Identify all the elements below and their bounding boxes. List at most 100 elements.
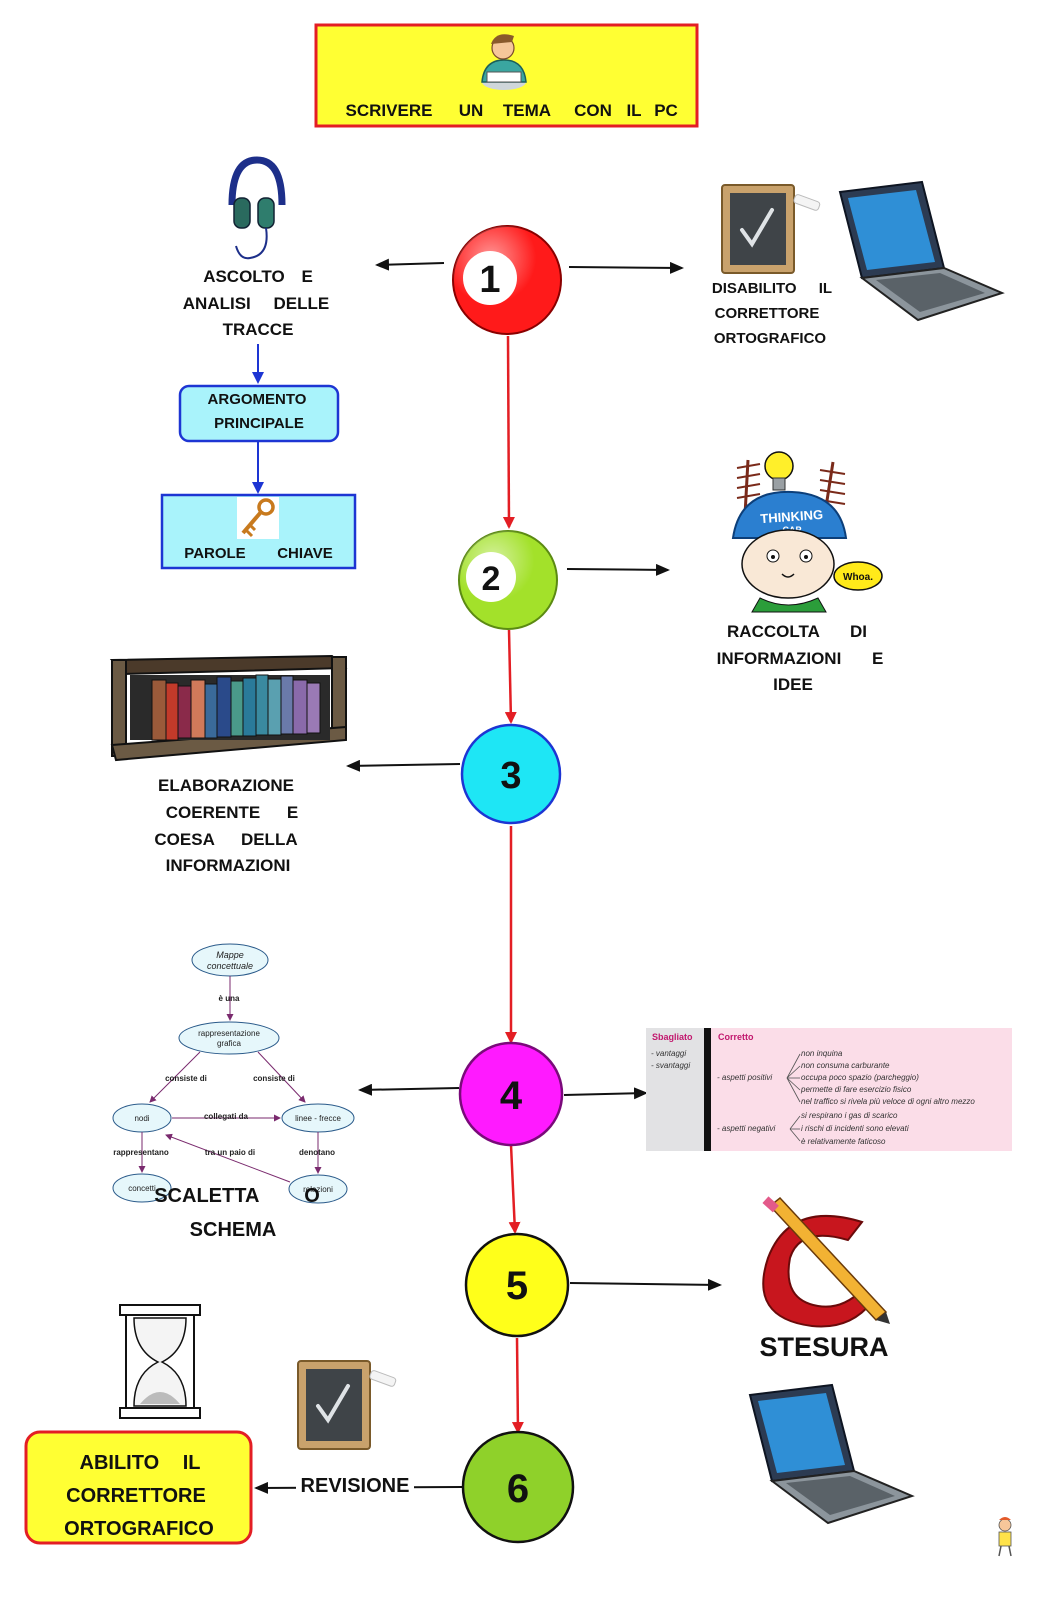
note-negative-1: si respirano i gas di scarico xyxy=(801,1111,898,1120)
step-1-circle: 1 xyxy=(452,225,562,335)
hat-text: THINKING xyxy=(760,507,824,526)
cm-root-node xyxy=(191,943,269,977)
laptop-icon-2 xyxy=(748,1383,915,1525)
cm-collegati: collegati da xyxy=(204,1112,249,1121)
step-5-circle: 5 xyxy=(464,1232,570,1338)
note-left-item-1: - vantaggi xyxy=(651,1049,686,1058)
cm-bottom-left-text: concetti xyxy=(128,1184,156,1193)
cm-tra: tra un paio di xyxy=(205,1148,255,1157)
stesura-label: STESURA xyxy=(759,1332,888,1362)
cm-denotano: denotano xyxy=(299,1148,335,1157)
hourglass-icon xyxy=(119,1304,201,1419)
cm-link-is: è una xyxy=(219,994,240,1003)
cm-rappresentano: rappresentano xyxy=(113,1148,169,1157)
cm-consiste-left: consiste di xyxy=(165,1074,207,1083)
note-negative-3: è relativamente faticoso xyxy=(801,1137,886,1146)
writer-cartoon-icon xyxy=(481,34,527,90)
cm-bottom-right-node xyxy=(288,1174,348,1204)
arrow-5-right xyxy=(569,1278,722,1291)
note-left-item-2: - svantaggi xyxy=(651,1061,690,1070)
step-1-number: 1 xyxy=(479,259,500,301)
laptop-icon xyxy=(838,180,1005,322)
elaborazione-line-2: COERENTE E xyxy=(166,803,299,822)
flow-arrow-5-6 xyxy=(511,1337,524,1434)
parole-chiave-box: PAROLE CHIAVE xyxy=(160,493,357,570)
abilito-box: ABILITO IL CORRETTORE ORTOGRAFICO xyxy=(24,1430,253,1545)
elaborazione-line-4: INFORMAZIONI xyxy=(166,856,291,875)
note-positive-3: occupa poco spazio (parcheggio) xyxy=(801,1073,919,1082)
main-flow-arrows xyxy=(502,335,524,1434)
disabilito-line-3: ORTOGRAFICO xyxy=(714,330,827,347)
title-word-1: SCRIVERE xyxy=(346,101,433,120)
mascot-icon xyxy=(998,1517,1012,1557)
cm-middle-line-2: grafica xyxy=(217,1039,242,1048)
title-word-6: PC xyxy=(654,101,678,120)
cm-bottom-right-text: relazioni xyxy=(303,1185,333,1194)
note-header-right: Corretto xyxy=(718,1032,754,1042)
note-header-left: Sbagliato xyxy=(652,1032,693,1042)
note-negative-label: - aspetti negativi xyxy=(717,1124,775,1133)
step-4-circle: 4 xyxy=(458,1041,564,1147)
flow-arrow-2-3 xyxy=(504,629,517,724)
cm-right-node-text: linee - frecce xyxy=(295,1114,341,1123)
side-arrows xyxy=(254,258,722,1494)
flow-arrow-4-5 xyxy=(508,1144,521,1234)
note-positive-5: nel traffico si rivela più veloce di ogn… xyxy=(801,1097,975,1106)
title-word-3: TEMA xyxy=(503,101,551,120)
scaletta-line-2: SCHEMA xyxy=(190,1219,277,1241)
cm-left-node-text: nodi xyxy=(134,1114,149,1123)
abilito-line-2: CORRETTORE xyxy=(66,1485,206,1507)
flow-arrow-1-2 xyxy=(502,335,515,529)
argomento-box: ARGOMENTO PRINCIPALE xyxy=(178,384,340,443)
arrow-1-left xyxy=(375,258,445,271)
chiave-word: CHIAVE xyxy=(277,545,333,562)
bookshelf-icon xyxy=(109,654,348,762)
abilito-line-3: ORTOGRAFICO xyxy=(64,1518,214,1540)
ascolto-line-1: ASCOLTO E xyxy=(203,267,313,286)
cm-root-line-2: concettuale xyxy=(207,961,253,971)
ascolto-line-3: TRACCE xyxy=(223,320,294,339)
title-box: SCRIVERE UN TEMA CON IL PC xyxy=(314,23,699,128)
argomento-line-2: PRINCIPALE xyxy=(214,415,304,432)
cm-middle-node xyxy=(178,1021,280,1055)
abilito-line-1: ABILITO IL xyxy=(80,1452,201,1474)
raccolta-line-2: INFORMAZIONI E xyxy=(717,649,884,668)
key-icon xyxy=(237,497,279,539)
cm-bottom-left-node xyxy=(112,1173,172,1203)
elaborazione-line-1: ELABORAZIONE xyxy=(158,776,294,795)
argomento-line-1: ARGOMENTO xyxy=(208,391,307,408)
note-positive-2: non consuma carburante xyxy=(801,1061,890,1070)
arrow-4-left xyxy=(358,1083,460,1096)
scaletta-line-1: SCALETTA O xyxy=(154,1185,320,1207)
title-word-4: CON xyxy=(574,101,612,120)
thinking-cap-boy-icon: THINKING CAP Whoa. xyxy=(731,451,883,613)
elaborazione-line-3: COESA DELLA xyxy=(154,830,297,849)
step-3-circle: 3 xyxy=(460,723,562,825)
arrow-1-right xyxy=(568,261,684,274)
cm-middle-line-1: rappresentazione xyxy=(198,1029,260,1038)
note-positive-label: - aspetti positivi xyxy=(717,1073,772,1082)
step-3-number: 3 xyxy=(500,755,521,797)
step-5-number: 5 xyxy=(506,1264,528,1308)
headphones-icon xyxy=(228,156,286,260)
ascolto-line-2: ANALISI DELLE xyxy=(183,294,329,313)
cm-consiste-right: consiste di xyxy=(253,1074,295,1083)
arrow-2-right xyxy=(566,563,670,576)
raccolta-line-3: IDEE xyxy=(773,675,813,694)
concept-map-thumbnail: Mappe concettuale è una rappresentazione… xyxy=(112,943,355,1204)
step-4-number: 4 xyxy=(500,1074,523,1118)
step-6-number: 6 xyxy=(507,1467,529,1511)
note-negative-2: i rischi di incidenti sono elevati xyxy=(801,1124,909,1133)
disabilito-line-1: DISABILITO IL xyxy=(712,280,832,297)
raccolta-line-1: RACCOLTA DI xyxy=(727,622,867,641)
arrow-4-right xyxy=(563,1087,648,1100)
title-word-2: UN xyxy=(459,101,484,120)
step-2-number: 2 xyxy=(482,560,501,598)
stesura-c-pencil-icon xyxy=(762,1196,890,1328)
whoa-bubble-text: Whoa. xyxy=(843,572,873,583)
arrow-3-left xyxy=(346,759,461,772)
revisione-label: REVISIONE xyxy=(301,1475,410,1497)
note-table: Sbagliato Corretto - vantaggi - svantagg… xyxy=(646,1028,1012,1151)
disabilito-line-2: CORRETTORE xyxy=(715,305,820,322)
